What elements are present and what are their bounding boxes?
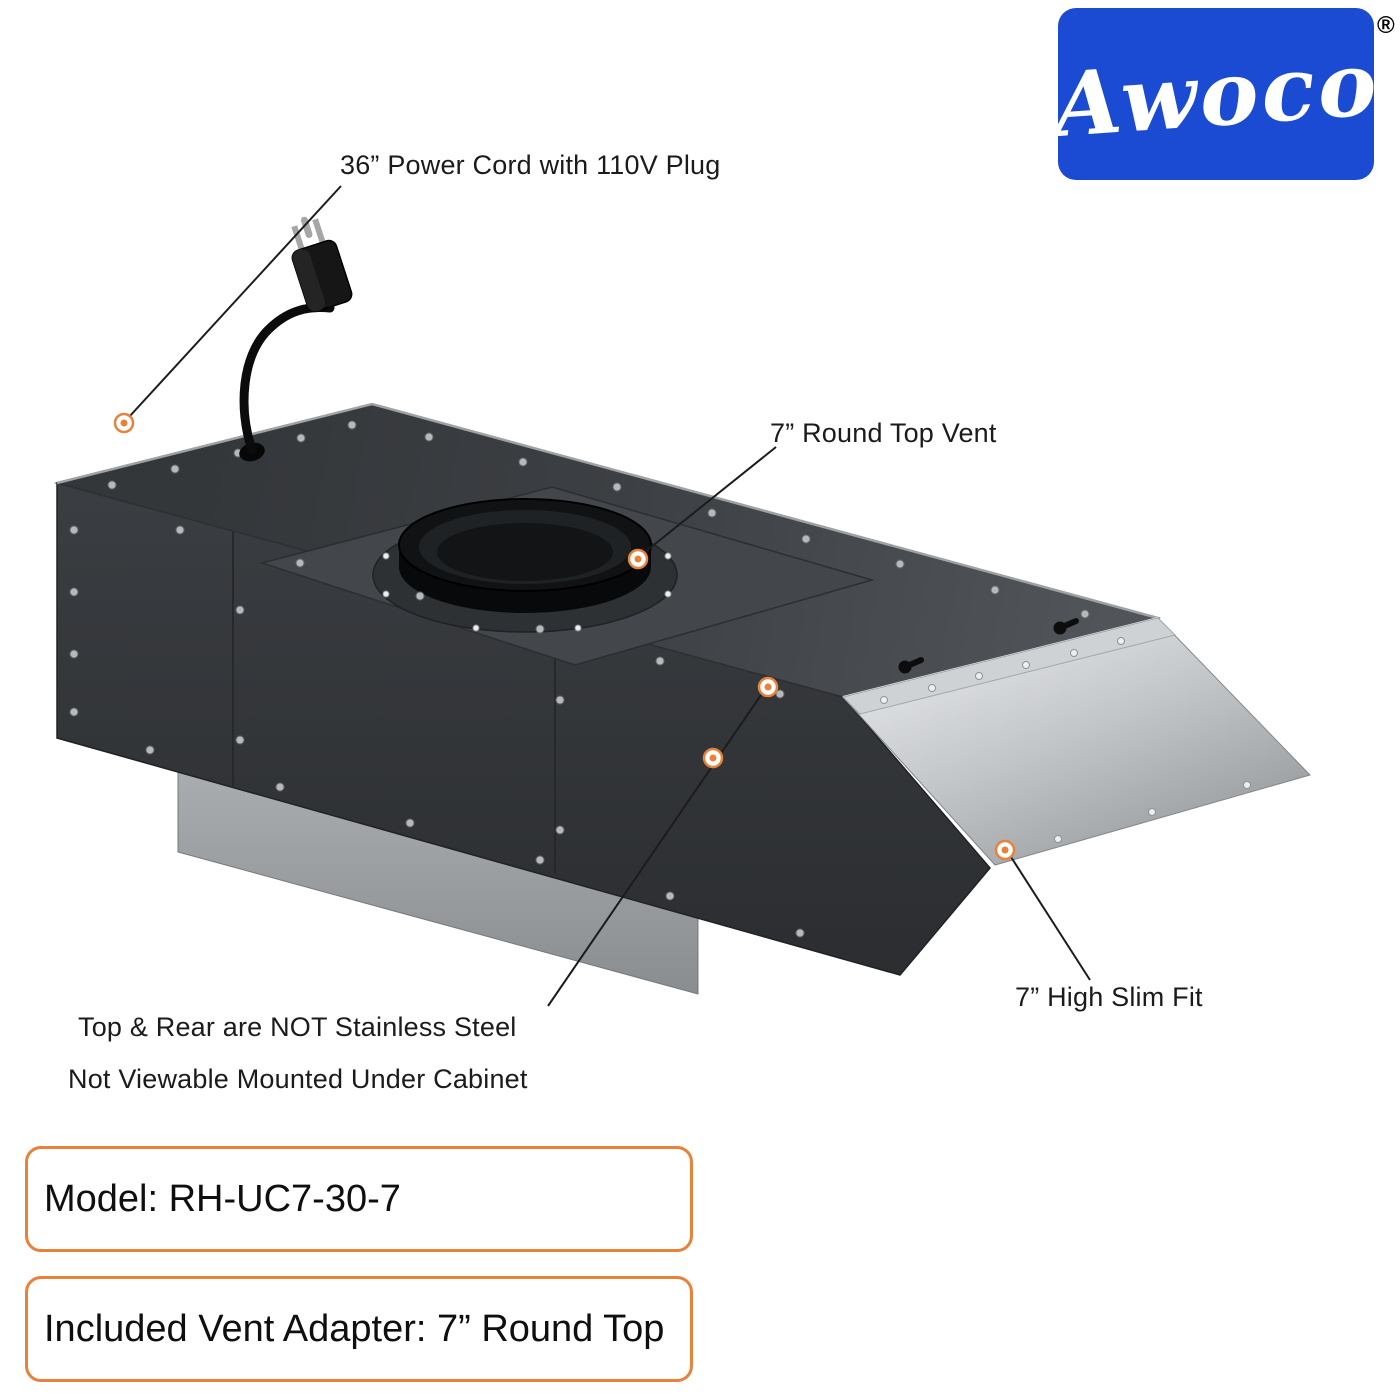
top-vent-label: 7” Round Top Vent (770, 418, 997, 448)
keyhole-slot (1053, 618, 1079, 635)
stainless-trim-strip (842, 617, 1176, 715)
callout-marker-slim-fit (994, 839, 1016, 861)
power-cord-label: 36” Power Cord with 110V Plug (340, 150, 721, 180)
callout-marker-top-surface (757, 676, 779, 698)
plug-ground-pin (300, 216, 313, 238)
callout-marker-power-cord (113, 412, 135, 434)
callout-marker-top-vent (627, 548, 649, 570)
power-plug (291, 216, 353, 313)
power-cord (239, 303, 335, 455)
awoco-logo: Awoco (1050, 8, 1382, 180)
callout-line-power-cord (128, 185, 342, 418)
top-edge-trim (56, 402, 1159, 620)
vent-adapter-text: Included Vent Adapter: 7” Round Top (44, 1307, 665, 1350)
vent-flange-screws (382, 552, 672, 632)
not-stainless-note-line2: Not Viewable Mounted Under Cabinet (68, 1064, 528, 1094)
plug-prong (312, 218, 327, 247)
round-top-vent (372, 498, 678, 633)
plug-prong (291, 225, 306, 254)
vent-adapter-info-box: Included Vent Adapter: 7” Round Top (25, 1276, 693, 1382)
screws (69, 420, 1251, 938)
keyhole-slot (898, 657, 924, 674)
callout-line-slim-fit (1010, 856, 1091, 981)
slim-fit-label: 7” High Slim Fit (1015, 982, 1203, 1012)
registered-trademark-icon: ® (1377, 12, 1395, 39)
callout-line-top-vent (644, 446, 777, 553)
callout-line-not-stainless (547, 694, 762, 1007)
model-text: Model: RH-UC7-30-7 (44, 1177, 401, 1220)
callout-marker-rear-surface (702, 747, 724, 769)
model-info-box: Model: RH-UC7-30-7 (25, 1146, 693, 1252)
awoco-logo-text: Awoco (1049, 30, 1383, 158)
not-stainless-note-line1: Top & Rear are NOT Stainless Steel (78, 1012, 517, 1042)
